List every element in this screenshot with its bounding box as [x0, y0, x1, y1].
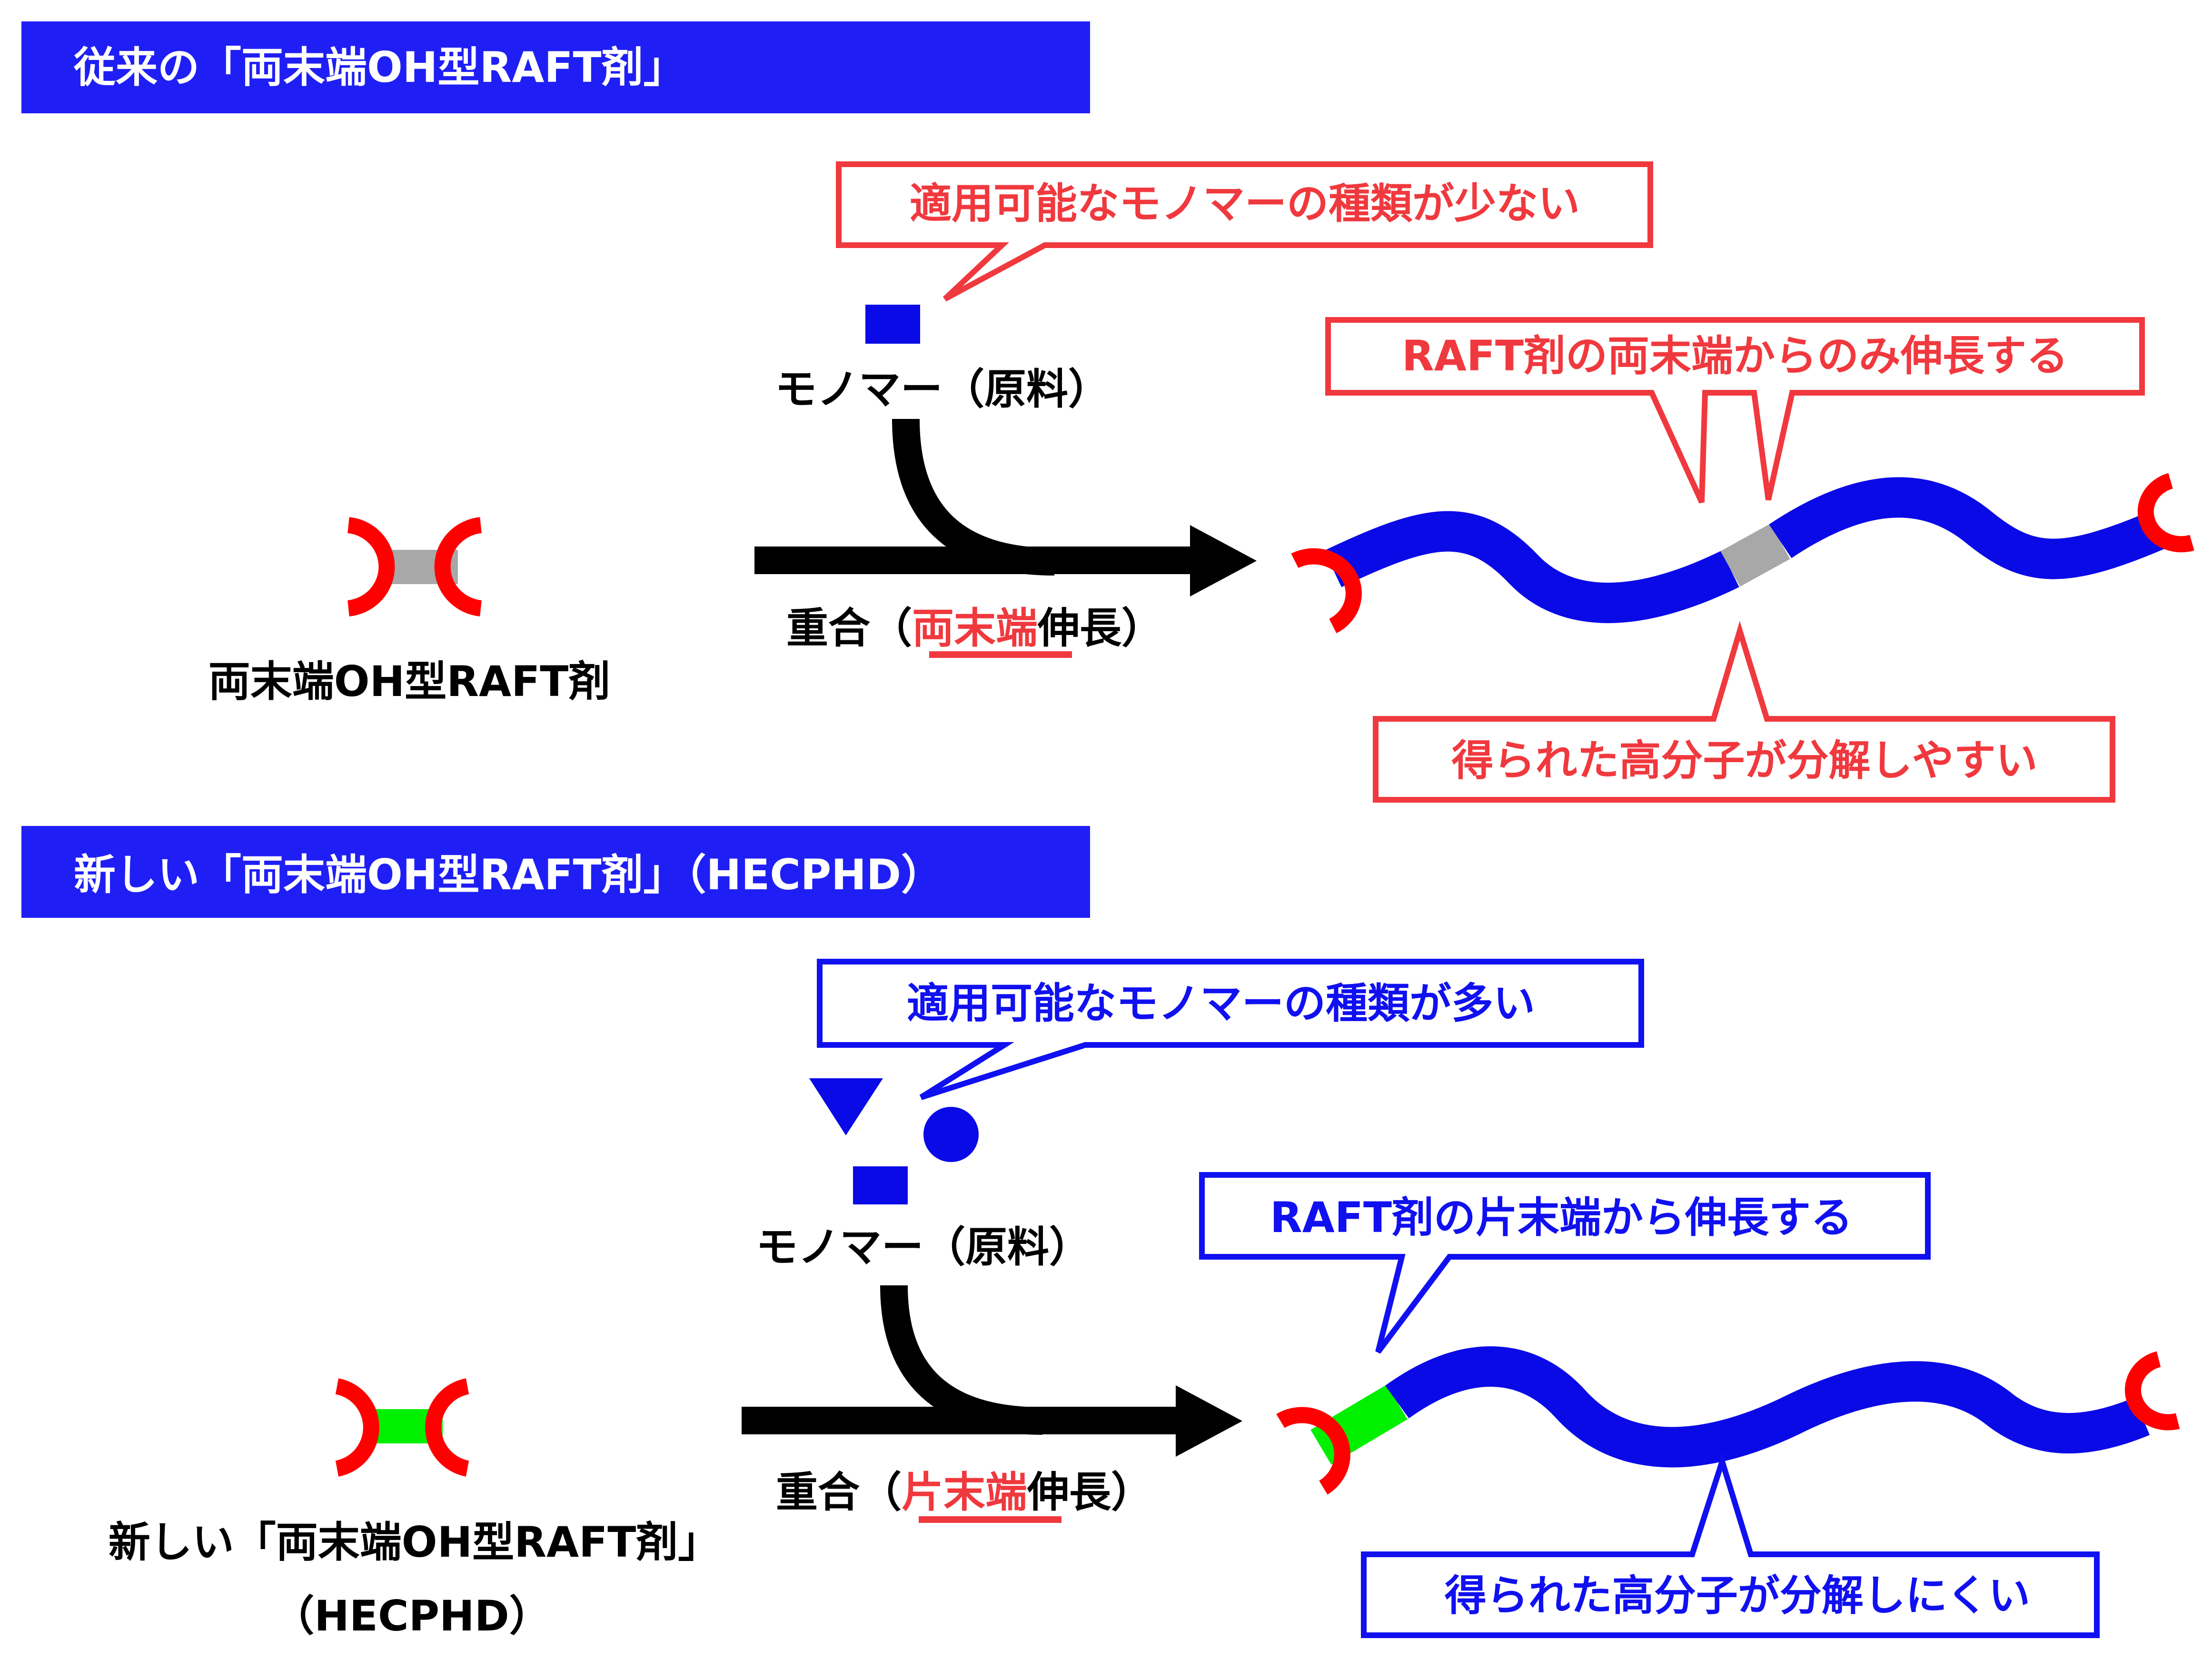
chain-center-gray	[1720, 523, 1790, 587]
arrow-head	[1190, 525, 1257, 596]
monomer-feed-curve	[880, 1285, 1043, 1435]
monomer-feed-curve	[892, 418, 1055, 576]
chain-blue	[1385, 1346, 2150, 1468]
chain-right-blue	[1769, 477, 2167, 579]
top-monomer-callout-text: 適用可能なモノマーの種類が少ない	[910, 179, 1580, 228]
red-cap-left	[1276, 1407, 1350, 1495]
red-cap-left	[347, 517, 395, 616]
red-cap-left	[335, 1378, 379, 1477]
top-reaction-highlight: 両末端	[912, 604, 1038, 653]
top-monomer-label: モノマー（原料）	[775, 365, 1110, 414]
bottom-polymer-chain	[1276, 1346, 2180, 1495]
top-reaction-arrow	[754, 418, 1257, 596]
red-cap-right	[434, 517, 482, 616]
red-cap-right	[2125, 1351, 2180, 1431]
bottom-highlight-underline	[919, 1516, 1061, 1523]
monomer-triangle-icon	[809, 1078, 883, 1135]
chain-left-blue	[1324, 511, 1739, 623]
bottom-growth-callout	[1199, 1172, 1931, 1354]
arrow-shaft	[754, 547, 1200, 574]
bottom-raft-agent-icon	[335, 1378, 469, 1477]
top-monomer-callout	[836, 161, 1653, 302]
top-agent-label: 両末端OH型RAFT剤	[208, 657, 610, 706]
bottom-growth-callout-text: RAFT剤の片末端から伸長する	[1270, 1193, 1853, 1242]
top-reaction-label: 重合（両末端伸長）	[786, 604, 1163, 653]
bottom-section: 新しい「両末端OH型RAFT剤」（HECPHD） 新しい「両末端OH型RAFT剤…	[21, 826, 2180, 1640]
top-growth-callout-text: RAFT剤の両末端からのみ伸長する	[1402, 331, 2068, 380]
monomer-square-icon	[853, 1166, 908, 1204]
top-section: 従来の「両末端OH型RAFT剤」 両末端OH型RAFT剤 適用可能なモノマーの種…	[21, 21, 2194, 803]
bottom-degrade-callout-text: 得られた高分子が分解しにくい	[1445, 1571, 2030, 1620]
red-cap-left	[1291, 548, 1362, 634]
monomer-square-icon	[865, 305, 920, 344]
arrow-head	[1176, 1385, 1242, 1457]
top-degrade-callout-text: 得られた高分子が分解しやすい	[1451, 736, 2037, 785]
top-raft-agent-icon	[347, 517, 482, 616]
bottom-header-title: 新しい「両末端OH型RAFT剤」（HECPHD）	[74, 850, 943, 899]
bottom-reaction-highlight: 片末端	[902, 1468, 1027, 1517]
bottom-degrade-callout	[1361, 1452, 2100, 1638]
top-polymer-chain	[1291, 473, 2194, 634]
bottom-monomer-label: モノマー（原料）	[756, 1223, 1091, 1272]
top-header-bar	[21, 21, 1090, 113]
monomer-circle-icon	[923, 1107, 979, 1162]
bottom-monomer-callout-text: 適用可能なモノマーの種類が多い	[907, 979, 1535, 1028]
top-degrade-callout	[1373, 621, 2115, 803]
top-header-title: 従来の「両末端OH型RAFT剤」	[73, 43, 685, 92]
bottom-reaction-arrow	[742, 1285, 1242, 1457]
bottom-reaction-label: 重合（片末端伸長）	[776, 1468, 1153, 1517]
red-cap-right	[2137, 473, 2194, 553]
arrow-shaft	[742, 1407, 1187, 1434]
bottom-header-bar	[21, 826, 1090, 918]
top-growth-callout	[1325, 317, 2145, 504]
bottom-agent-label-line1: 新しい「両末端OH型RAFT剤」	[109, 1518, 720, 1567]
bottom-monomer-callout	[817, 959, 1644, 1100]
top-highlight-underline	[929, 651, 1072, 658]
red-cap-right	[425, 1378, 469, 1477]
bottom-agent-label-line2: （HECPHD）	[272, 1591, 551, 1640]
